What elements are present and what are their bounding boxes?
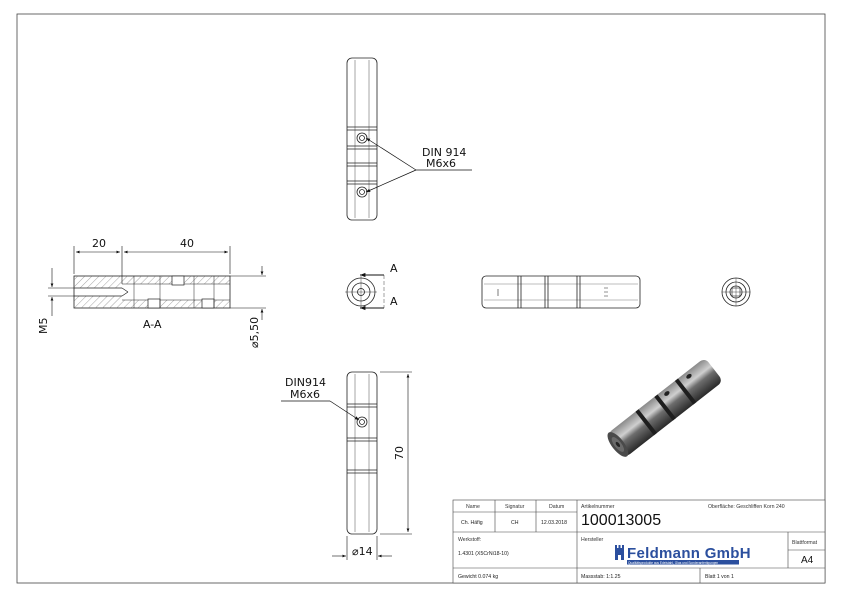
tb-name: Ch. Häfig <box>461 520 483 526</box>
isometric-render <box>607 359 721 457</box>
castle-icon <box>615 545 624 560</box>
end-view-right <box>721 277 751 307</box>
tb-name-header: Name <box>466 504 480 510</box>
section-markers <box>360 272 385 311</box>
section-view <box>73 275 231 309</box>
top-view-callout-line1: DIN 914 <box>422 146 466 159</box>
tb-signature: CH <box>511 520 519 526</box>
company-name: Feldmann GmbH <box>627 545 751 562</box>
section-dim-20: 20 <box>92 237 106 250</box>
section-dimensions <box>48 246 266 320</box>
tb-article-number: 100013005 <box>581 512 661 529</box>
side-dim-70: 70 <box>393 446 406 460</box>
company-tagline: Qualitätsprodukte aus Edelstahl, Glas un… <box>628 561 718 565</box>
company-logo: Feldmann GmbH Qualitätsprodukte aus Edel… <box>615 545 751 565</box>
side-view-leader <box>281 400 360 421</box>
section-label: A-A <box>143 318 162 331</box>
side-view-dimensions <box>332 371 412 560</box>
top-view-callout-line2: M6x6 <box>426 157 456 170</box>
tb-material: 1.4301 (X5CrNi18-10) <box>458 551 509 557</box>
title-block <box>452 499 826 584</box>
tb-scale: Massstab: 1:1.25 <box>581 574 621 580</box>
section-dim-40: 40 <box>180 237 194 250</box>
section-marker-lower: A <box>390 295 398 308</box>
tb-sheet: Blatt 1 von 1 <box>705 574 734 580</box>
tb-surface: Oberfläche: Geschliffen Korn 240 <box>708 504 785 510</box>
tb-date: 12.03.2018 <box>541 520 567 526</box>
tb-weight: Gewicht 0.074 kg <box>458 574 498 580</box>
side-view <box>346 371 378 535</box>
side-view-callout-line2: M6x6 <box>290 388 320 401</box>
section-marker-upper: A <box>390 262 398 275</box>
top-view <box>346 57 378 221</box>
section-dim-m5: M5 <box>37 318 50 335</box>
side-view-callout-line1: DIN914 <box>285 376 326 389</box>
tb-format-label: Blattformat <box>792 540 818 546</box>
tb-article-label: Artikelnummer <box>581 504 615 510</box>
tb-material-label: Werkstoff: <box>458 537 481 543</box>
section-dim-5-50: ⌀5,50 <box>248 317 261 348</box>
tb-date-header: Datum <box>549 504 564 510</box>
front-view <box>481 275 641 309</box>
tb-manufacturer-label: Hersteller <box>581 537 603 543</box>
tb-format: A4 <box>801 555 814 566</box>
tb-signature-header: Signatur <box>505 504 525 510</box>
top-view-leader <box>365 137 472 193</box>
sheet-border <box>16 13 826 584</box>
side-dim-14: ⌀14 <box>352 545 373 558</box>
end-view-left <box>345 276 377 308</box>
